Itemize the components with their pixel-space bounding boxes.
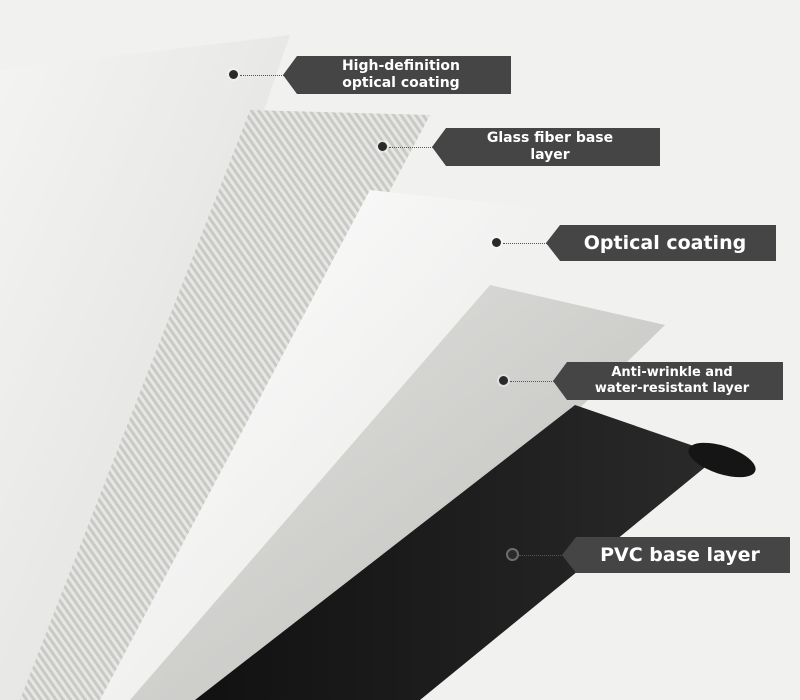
layer-optical-coating-sheet [100,190,555,700]
pvc-roll [688,442,756,478]
label-pvc-base-layer: PVC base layer [562,537,790,573]
layer-glass-fiber-sheet [20,110,430,700]
callout-dot [378,142,387,151]
layer-pvc-sheet [195,405,720,700]
callout-leader [503,243,547,244]
callout-dot [492,238,501,247]
label-optical-coating: Optical coating [546,225,776,261]
callout-dot [499,376,508,385]
callout-leader [510,381,554,382]
callout-dot [229,70,238,79]
callout-leader [389,147,433,148]
callout-leader [240,75,284,76]
callout-leader [519,555,563,556]
layer-anti-wrinkle-sheet [130,285,665,700]
callout-dot [508,550,517,559]
